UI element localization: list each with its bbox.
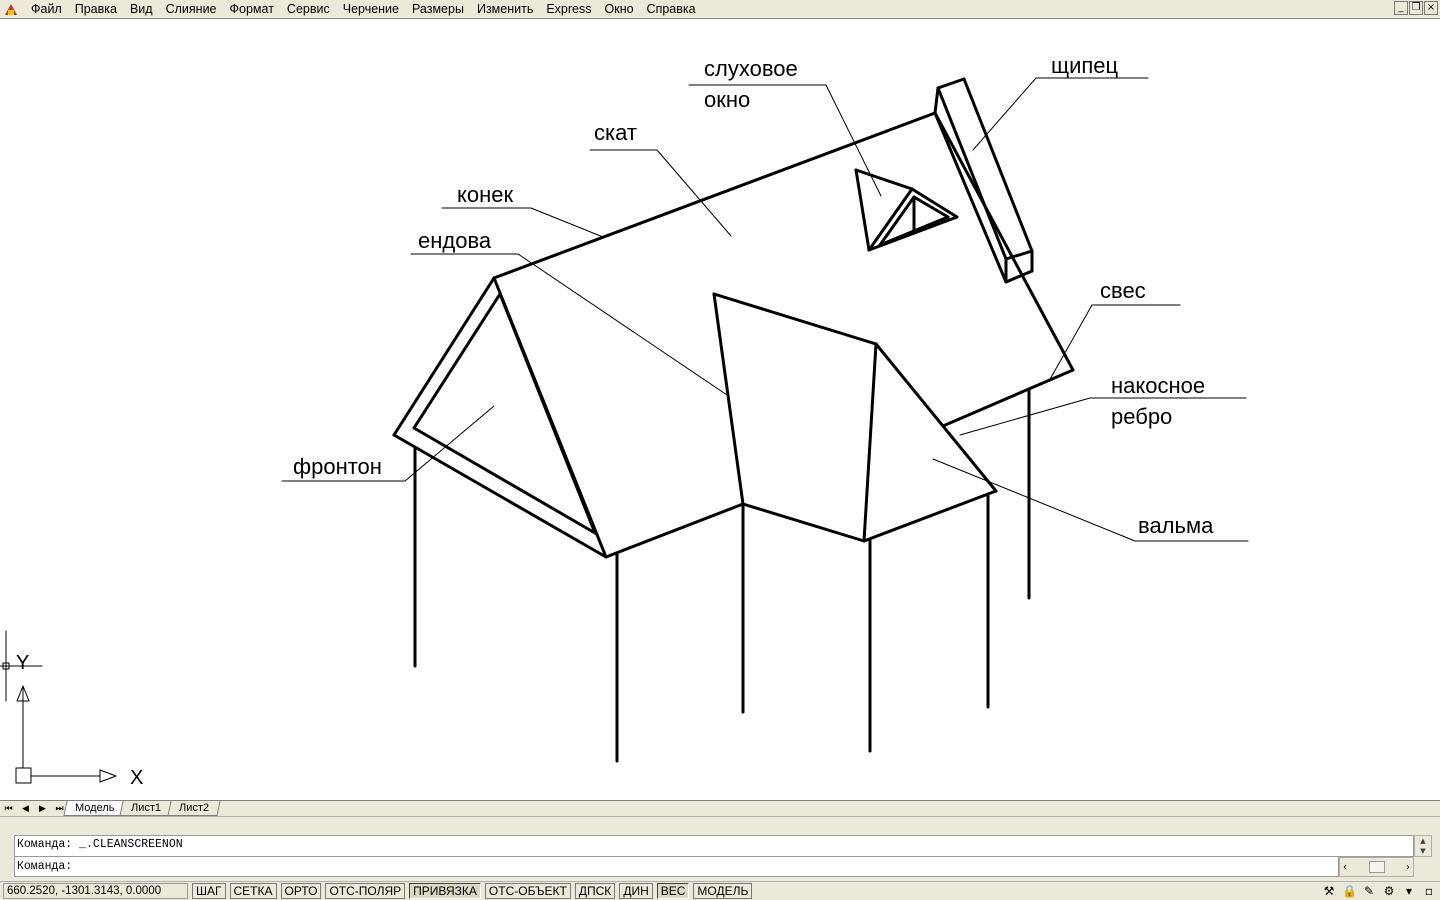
- toggle-ducs[interactable]: ДПСК: [574, 883, 616, 899]
- command-prompt: Команда:: [17, 860, 73, 873]
- menu-window[interactable]: Окно: [604, 2, 634, 16]
- menu-edit[interactable]: Правка: [74, 2, 117, 16]
- scroll-thumb[interactable]: [1368, 861, 1385, 873]
- minimize-button[interactable]: _: [1394, 1, 1408, 15]
- tab-model[interactable]: Модель: [63, 801, 127, 816]
- menu-merge[interactable]: Слияние: [165, 2, 217, 16]
- label-shchipets: щипец: [1051, 53, 1119, 78]
- clean-screen-icon[interactable]: ▫: [1424, 884, 1434, 898]
- window-controls: _ ❐ ×: [1394, 1, 1438, 15]
- menu-bar: Файл Правка Вид Слияние Формат Сервис Че…: [0, 0, 1440, 18]
- tab-layout1[interactable]: Лист1: [119, 801, 174, 816]
- menu-draw[interactable]: Черчение: [342, 2, 399, 16]
- toggle-snap[interactable]: ШАГ: [192, 883, 226, 899]
- label-sves: свес: [1100, 278, 1146, 303]
- toggle-dyn[interactable]: ДИН: [619, 883, 653, 899]
- menu-view[interactable]: Вид: [129, 2, 153, 16]
- coordinate-readout[interactable]: 660.2520, -1301.3143, 0.0000: [3, 883, 188, 899]
- settings-icon[interactable]: ⚙: [1383, 884, 1395, 898]
- toggle-otrack[interactable]: ОТС-ОБЪЕКТ: [484, 883, 571, 899]
- communication-center-icon[interactable]: ⚒: [1323, 884, 1335, 898]
- toggle-grid[interactable]: СЕТКА: [229, 883, 277, 899]
- command-history: Команда: _.CLEANSCREENON: [14, 835, 1414, 857]
- status-bar: 660.2520, -1301.3143, 0.0000 ШАГ СЕТКА О…: [0, 881, 1440, 900]
- label-nakosnoe-line2: ребро: [1111, 404, 1172, 429]
- command-horizontal-scrollbar[interactable]: ‹ ›: [1339, 857, 1414, 877]
- label-skat: скат: [594, 120, 637, 145]
- command-window: Команда: _.CLEANSCREENON ▲▼ Команда: ‹ ›: [0, 816, 1440, 880]
- roof-outline: [392, 77, 1075, 559]
- label-sluhovoe-line1: слуховое: [704, 56, 798, 81]
- model-space-canvas[interactable]: слуховое окно щипец скат конек ендова св…: [0, 18, 1440, 800]
- menu-express[interactable]: Express: [546, 2, 592, 16]
- command-history-scrollbar[interactable]: ▲▼: [1414, 835, 1432, 857]
- ucs-x-label: X: [130, 767, 143, 789]
- label-nakosnoe-line1: накосное: [1111, 373, 1205, 398]
- toggle-polar[interactable]: ОТС-ПОЛЯР: [325, 883, 406, 899]
- menu-arrow-icon[interactable]: ▾: [1405, 884, 1413, 898]
- app-icon[interactable]: [3, 1, 19, 17]
- menu-tools[interactable]: Сервис: [286, 2, 330, 16]
- next-tab-icon[interactable]: ▶: [39, 803, 46, 814]
- ucs-y-label: Y: [16, 652, 29, 674]
- lock-icon[interactable]: 🔒: [1342, 884, 1357, 898]
- toggle-ortho[interactable]: ОРТО: [280, 883, 322, 899]
- tab-layout2-label: Лист2: [178, 802, 209, 814]
- tab-model-label: Модель: [75, 802, 115, 814]
- toggle-model[interactable]: МОДЕЛЬ: [693, 883, 753, 899]
- house-drawing: слуховое окно щипец скат конек ендова св…: [0, 53, 1249, 789]
- label-valma: вальма: [1138, 513, 1214, 538]
- status-tray: ⚒ 🔒 ✎ ⚙ ▾ ▫: [1322, 884, 1436, 898]
- label-endova: ендова: [418, 228, 492, 253]
- restore-button[interactable]: ❐: [1409, 1, 1423, 15]
- command-input[interactable]: Команда:: [14, 857, 1339, 877]
- scroll-right-icon[interactable]: ›: [1406, 861, 1410, 873]
- support-posts: [413, 387, 1031, 763]
- label-fronton: фронтон: [293, 454, 382, 479]
- menu-help[interactable]: Справка: [646, 2, 696, 16]
- label-konek: конек: [457, 182, 513, 207]
- menu-dimension[interactable]: Размеры: [412, 2, 464, 16]
- layout-tab-bar: ⏮ ◀ ▶ ⏭ Модель Лист1 Лист2: [0, 800, 1440, 816]
- last-tab-icon[interactable]: ⏭: [55, 803, 64, 814]
- menu-modify[interactable]: Изменить: [476, 2, 534, 16]
- menu-format[interactable]: Формат: [229, 2, 274, 16]
- label-sluhovoe-line2: окно: [704, 87, 750, 112]
- first-tab-icon[interactable]: ⏮: [4, 803, 13, 814]
- toggle-lineweight[interactable]: ВЕС: [656, 883, 690, 899]
- leader-lines: [281, 77, 1249, 542]
- toggle-osnap[interactable]: ПРИВЯЗКА: [409, 883, 481, 899]
- annotation-icon[interactable]: ✎: [1363, 884, 1375, 898]
- ucs-icon: [0, 630, 117, 784]
- menu-file[interactable]: Файл: [31, 2, 62, 16]
- scroll-left-icon[interactable]: ‹: [1343, 861, 1347, 873]
- tab-layout2[interactable]: Лист2: [166, 801, 221, 816]
- tab-layout1-label: Лист1: [131, 802, 162, 814]
- close-button[interactable]: ×: [1424, 1, 1438, 15]
- prev-tab-icon[interactable]: ◀: [22, 803, 29, 814]
